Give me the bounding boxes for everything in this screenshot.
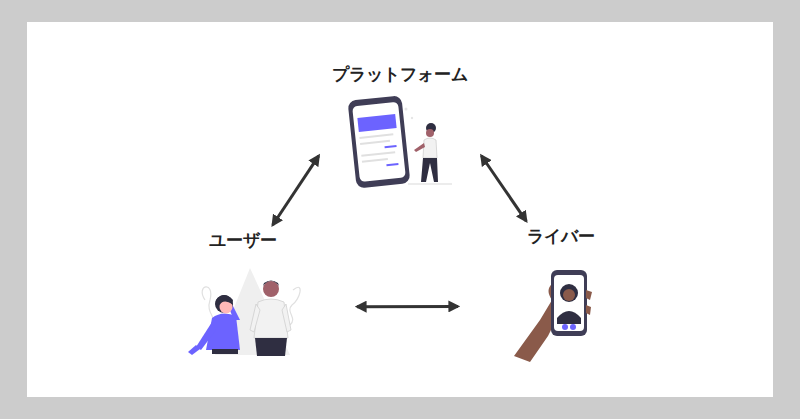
node-label: プラットフォーム (322, 64, 478, 84)
platform-illustration (348, 95, 452, 188)
liver-illustration (514, 270, 592, 362)
diagram-node: プラットフォーム (322, 64, 478, 188)
diagram-node: ユーザー (183, 230, 303, 358)
node-label: ライバー (512, 226, 610, 246)
double-arrow (481, 156, 526, 221)
users-illustration (188, 268, 300, 356)
node-label: ユーザー (183, 230, 303, 250)
diagram-node: ライバー (512, 226, 610, 362)
double-arrow (273, 156, 319, 225)
double-arrow (357, 305, 458, 308)
